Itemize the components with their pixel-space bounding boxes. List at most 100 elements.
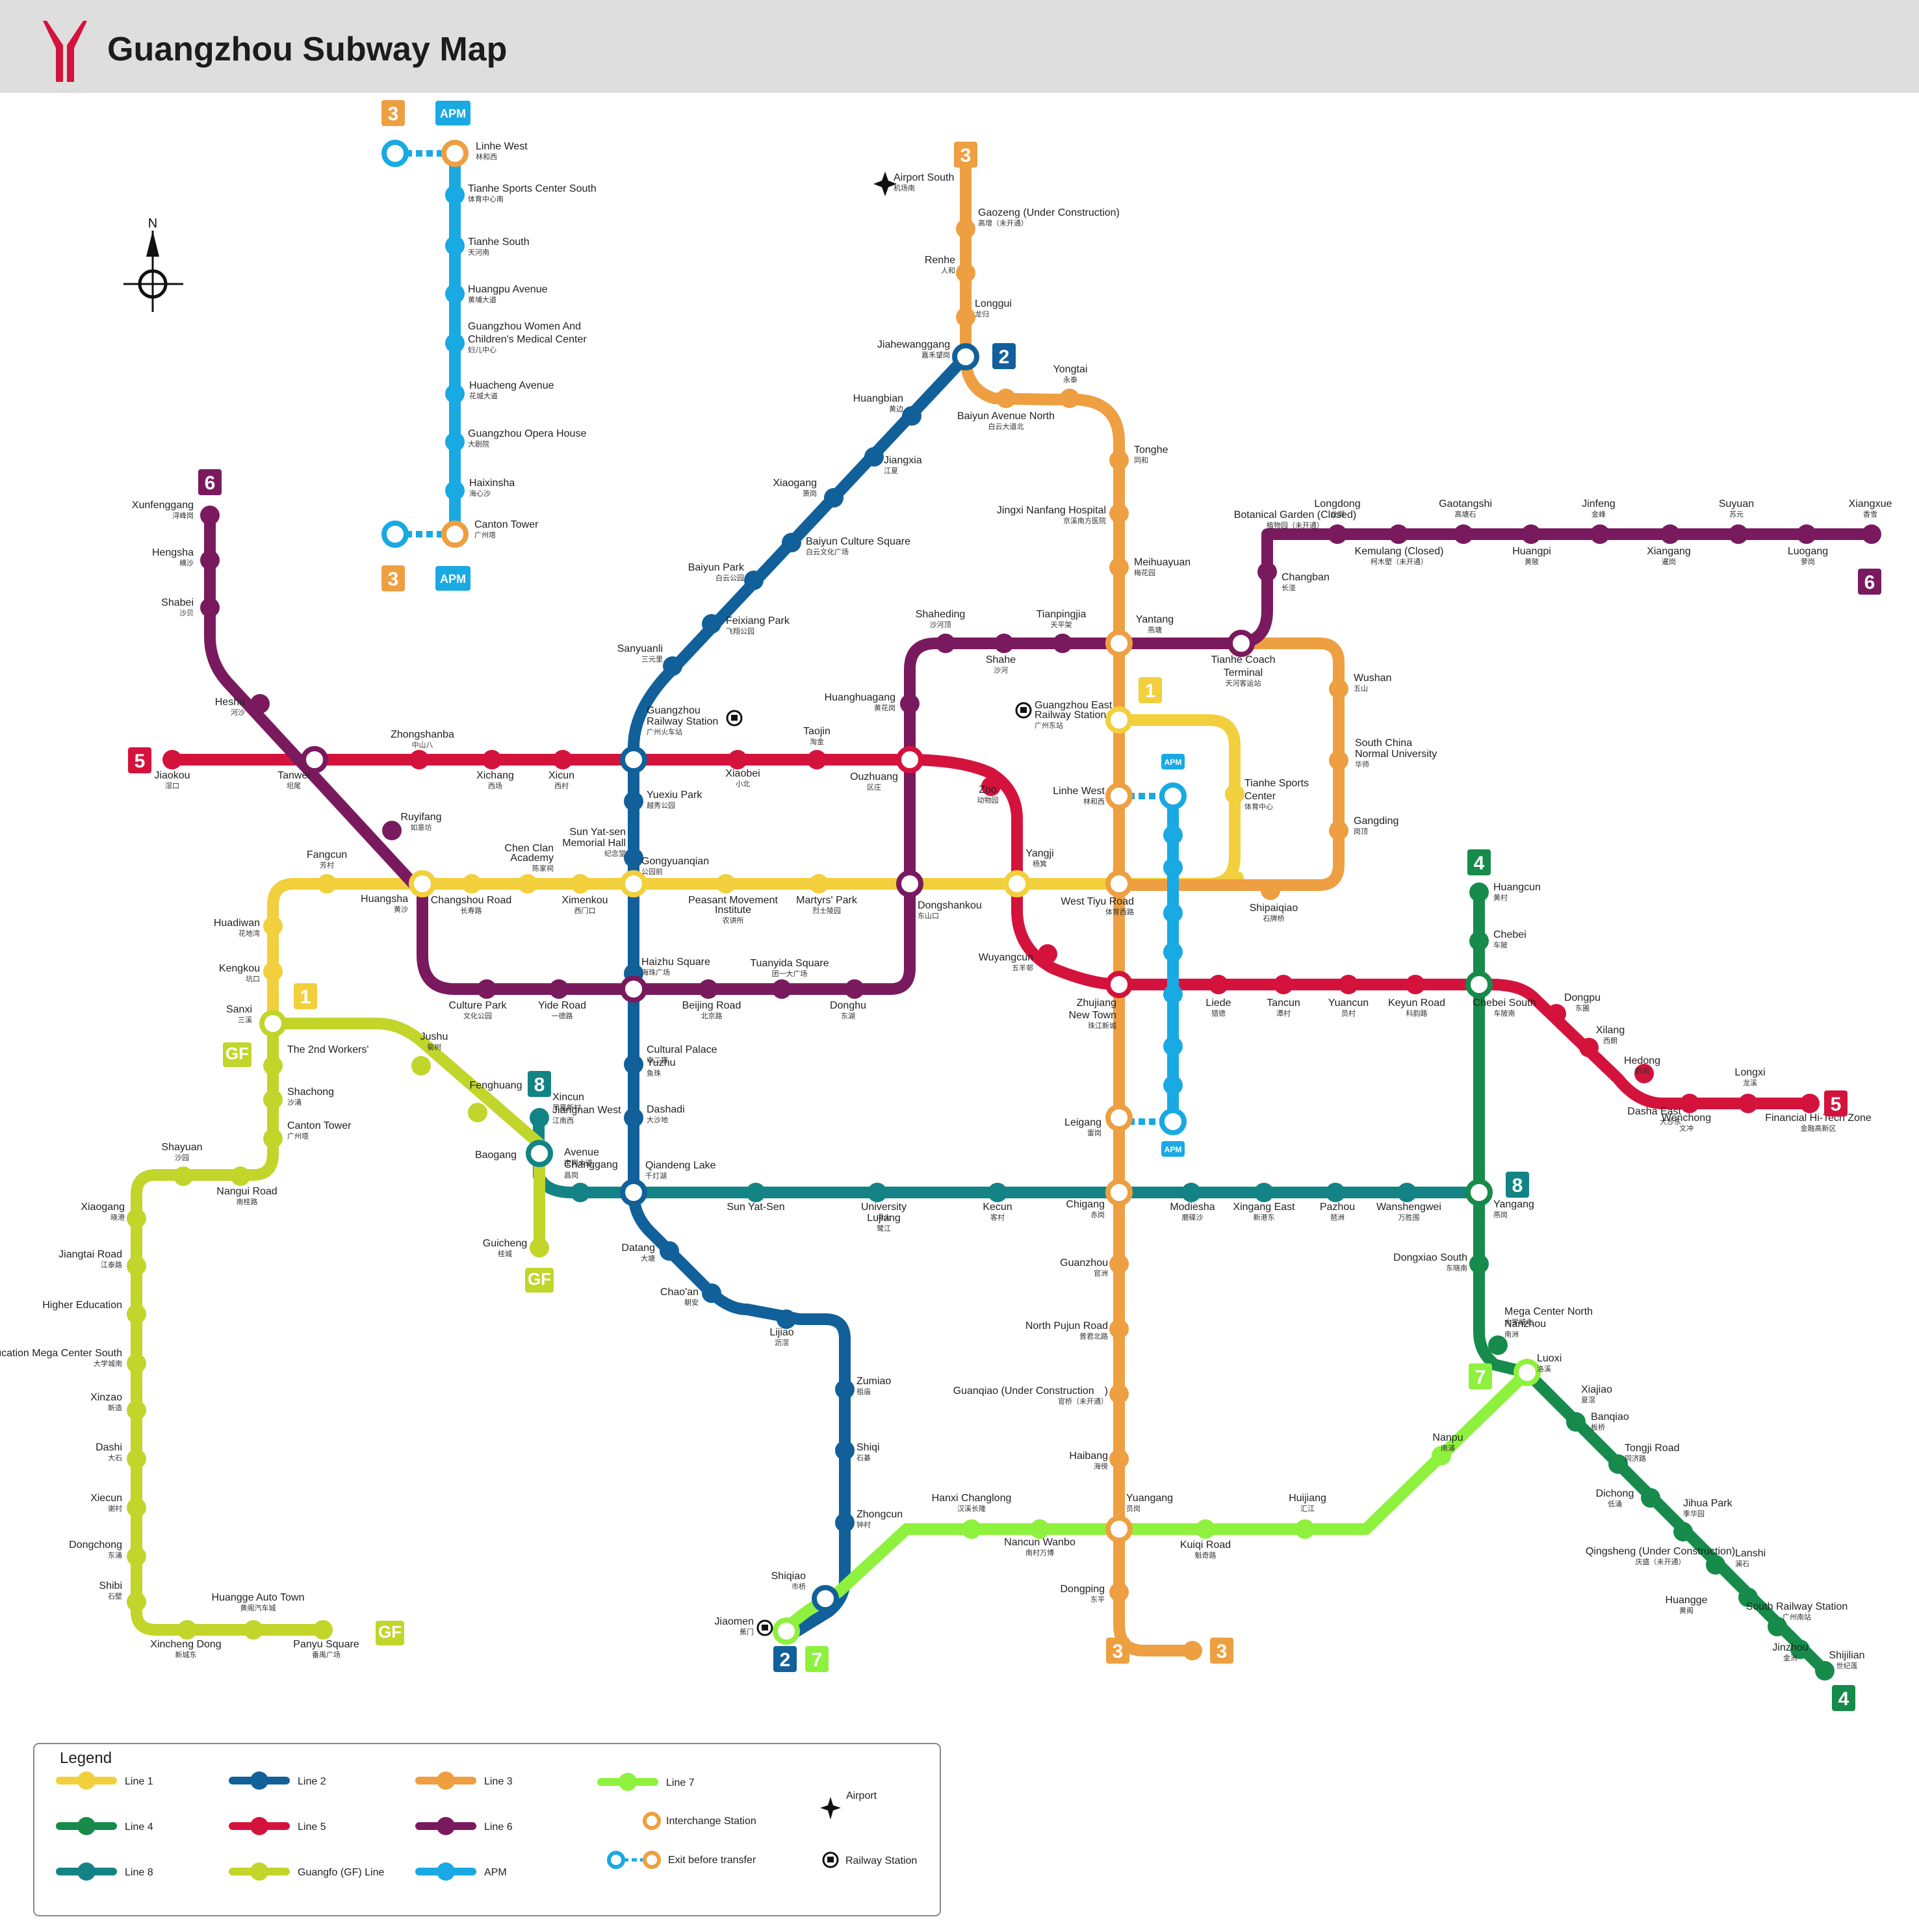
station-dot[interactable] [1274,975,1293,994]
station-dot[interactable] [835,1380,855,1399]
station-dot[interactable] [1521,524,1541,544]
interchange-icon[interactable] [441,521,469,548]
station-dot[interactable] [1329,751,1348,770]
station-dot[interactable] [1768,1617,1787,1636]
station-dot[interactable] [1163,903,1183,923]
interchange-icon[interactable] [1105,1515,1133,1543]
station-dot[interactable] [263,1056,283,1075]
station-dot[interactable] [1196,1519,1215,1539]
station-dot[interactable] [716,874,736,894]
station-dot[interactable] [162,750,182,769]
station-dot[interactable] [835,1441,855,1460]
interchange-icon[interactable] [409,870,436,897]
station-dot[interactable] [571,874,590,894]
station-dot[interactable] [1469,882,1489,902]
station-dot[interactable] [263,916,283,936]
station-dot[interactable] [1163,1075,1183,1095]
station-dot[interactable] [1660,524,1680,544]
station-dot[interactable] [1406,975,1425,994]
station-dot[interactable] [1673,1522,1693,1541]
station-dot[interactable] [244,1620,263,1640]
station-dot[interactable] [1469,1254,1489,1274]
station-dot[interactable] [382,821,402,840]
station-dot[interactable] [1397,1183,1417,1202]
station-dot[interactable] [777,1309,796,1329]
station-dot[interactable] [1181,1183,1201,1202]
station-dot[interactable] [809,874,829,894]
station-dot[interactable] [996,389,1016,408]
station-dot[interactable] [571,1183,590,1202]
station-dot[interactable] [1634,1064,1654,1083]
station-dot[interactable] [1389,524,1408,544]
station-dot[interactable] [900,694,920,714]
station-dot[interactable] [1163,985,1183,1004]
station-dot[interactable] [482,750,502,769]
station-dot[interactable] [445,384,465,404]
interchange-icon[interactable] [441,140,469,167]
station-dot[interactable] [1109,1449,1129,1469]
station-dot[interactable] [1109,504,1129,523]
station-dot[interactable] [1608,1454,1628,1474]
station-dot[interactable] [200,598,220,617]
interchange-icon[interactable] [1105,1104,1133,1131]
interchange-icon[interactable] [812,1585,839,1612]
interchange-icon[interactable] [896,870,923,897]
station-dot[interactable] [1488,1335,1508,1355]
interchange-icon[interactable] [620,746,647,773]
station-dot[interactable] [1060,389,1079,408]
station-dot[interactable] [1328,524,1347,544]
station-dot[interactable] [200,550,220,570]
station-dot[interactable] [549,979,569,999]
station-dot[interactable] [624,848,643,868]
station-dot[interactable] [1053,634,1072,653]
station-dot[interactable] [530,1108,549,1127]
station-dot[interactable] [845,979,864,999]
station-dot[interactable] [1680,1094,1699,1113]
interchange-icon[interactable] [1228,630,1255,657]
station-dot[interactable] [1729,524,1748,544]
station-dot[interactable] [127,1400,146,1420]
station-dot[interactable] [994,634,1014,653]
station-dot[interactable] [835,1513,855,1532]
station-dot[interactable] [1566,1412,1586,1432]
station-dot[interactable] [1800,1094,1820,1113]
interchange-icon[interactable] [620,1179,647,1206]
station-dot[interactable] [1815,1661,1835,1681]
station-dot[interactable] [702,614,721,634]
interchange-icon[interactable] [1105,870,1133,897]
station-dot[interactable] [988,1183,1007,1202]
station-dot[interactable] [660,1241,679,1261]
interchange-icon[interactable] [1105,971,1133,998]
station-dot[interactable] [824,488,844,508]
station-dot[interactable] [518,874,537,894]
station-dot[interactable] [1109,1582,1129,1602]
station-dot[interactable] [956,307,975,327]
station-dot[interactable] [553,750,573,769]
station-dot[interactable] [1329,821,1348,840]
interchange-icon[interactable] [1159,782,1187,810]
station-dot[interactable] [1163,825,1183,845]
station-dot[interactable] [956,219,975,238]
station-dot[interactable] [1738,1588,1758,1607]
station-dot[interactable] [728,750,747,769]
station-dot[interactable] [468,1103,487,1122]
interchange-icon[interactable] [1513,1359,1541,1386]
station-dot[interactable] [127,1354,146,1373]
station-dot[interactable] [1339,975,1358,994]
station-dot[interactable] [1254,1183,1274,1202]
station-dot[interactable] [1790,1640,1810,1659]
station-dot[interactable] [200,506,220,525]
station-dot[interactable] [1261,881,1280,900]
station-dot[interactable] [127,1547,146,1566]
station-dot[interactable] [864,447,884,467]
station-dot[interactable] [1454,524,1473,544]
station-dot[interactable] [263,1129,283,1148]
station-dot[interactable] [530,1238,549,1257]
station-dot[interactable] [1295,1519,1315,1539]
station-dot[interactable] [174,1166,193,1186]
station-dot[interactable] [1641,1488,1660,1508]
station-dot[interactable] [317,874,337,894]
interchange-icon[interactable] [1465,1179,1493,1206]
station-dot[interactable] [127,1498,146,1517]
station-dot[interactable] [250,694,270,714]
